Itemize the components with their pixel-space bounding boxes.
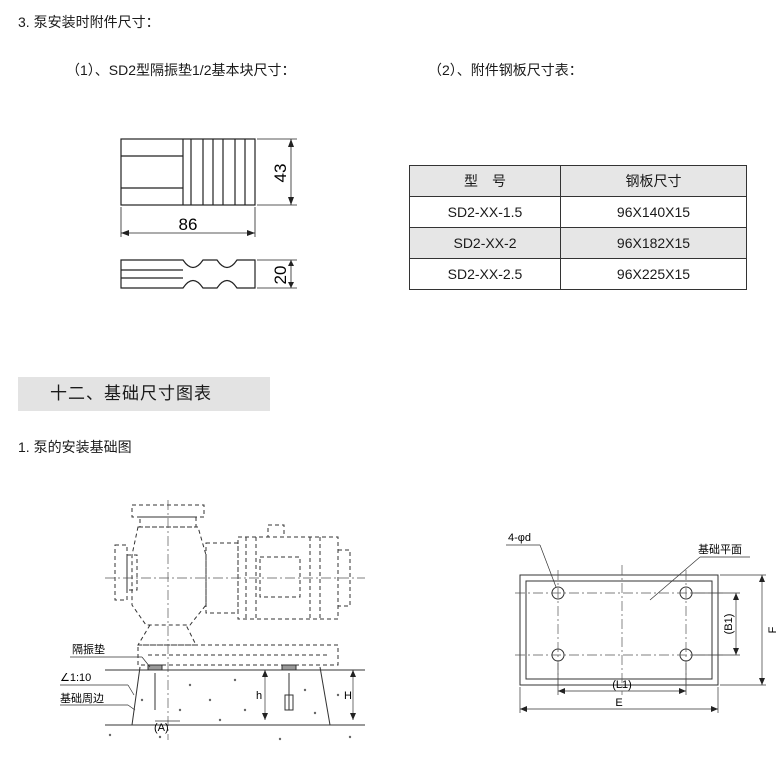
slope-label: ∠1:10 <box>60 672 91 684</box>
holes-label: 4-φd <box>508 532 531 544</box>
table-cell-size: 96X140X15 <box>560 196 747 228</box>
dimension-a-label: (A) <box>154 722 169 734</box>
pad-top-outline <box>120 138 256 206</box>
table-header-model: 型 号 <box>409 165 561 197</box>
table-row: SD2-XX-1.5 96X140X15 <box>409 196 747 228</box>
table-cell-model: SD2-XX-2 <box>409 227 561 259</box>
table-header-row: 型 号 钢板尺寸 <box>409 165 747 197</box>
plate-size-table: 型 号 钢板尺寸 SD2-XX-1.5 96X140X15 SD2-XX-2 9… <box>409 165 747 290</box>
section-12-heading: 十二、基础尺寸图表 <box>18 377 270 411</box>
table-cell-model: SD2-XX-2.5 <box>409 258 561 290</box>
plane-label: 基础平面 <box>698 543 742 556</box>
plate-size-subtitle: （2）、附件钢板尺寸表： <box>428 62 583 78</box>
install-foundation-subtitle: 1. 泵的安装基础图 <box>18 439 132 455</box>
dimension-e-label: E <box>615 697 622 709</box>
pad-height-label: 43 <box>271 164 290 183</box>
dimension-f-label: F <box>767 626 779 633</box>
pad-label: 隔振垫 <box>72 642 105 656</box>
table-cell-model: SD2-XX-1.5 <box>409 196 561 228</box>
table-header-plate-size: 钢板尺寸 <box>560 165 747 197</box>
pad-dimension-subtitle: （1）、SD2型隔振垫1/2基本块尺寸： <box>66 62 296 78</box>
table-row: SD2-XX-2 96X182X15 <box>409 227 747 259</box>
foundation-edge-label: 基础周边 <box>60 692 104 705</box>
dimension-b1-label: (B1) <box>723 614 735 635</box>
base-plate <box>137 644 339 666</box>
concrete-hatch <box>108 678 352 741</box>
isolation-pad-drawing: 86 43 20 <box>120 138 297 289</box>
table-cell-size: 96X182X15 <box>560 227 747 259</box>
pump-casing <box>131 526 207 626</box>
foundation-left-edge <box>131 666 141 726</box>
pump-installation-drawing: 隔振垫 ∠1:10 基础周边 (A) h H <box>60 500 365 741</box>
dimension-l1-label: (L1) <box>612 679 632 691</box>
table-row: SD2-XX-2.5 96X225X15 <box>409 258 747 290</box>
table-cell-size: 96X225X15 <box>560 258 747 290</box>
pad-side-outline <box>120 259 256 289</box>
pad-width-label: 86 <box>179 215 198 234</box>
dimension-h-label: h <box>256 690 262 702</box>
dimension-H-label: H <box>344 690 352 702</box>
foundation-plan-drawing: 4-φd 基础平面 (L1) E (B1) F <box>506 532 779 713</box>
foundation-outline <box>519 574 719 686</box>
section-3-title: 3. 泵安装时附件尺寸： <box>18 14 160 30</box>
pad-thickness-label: 20 <box>271 266 290 285</box>
inlet-flange <box>114 544 128 601</box>
